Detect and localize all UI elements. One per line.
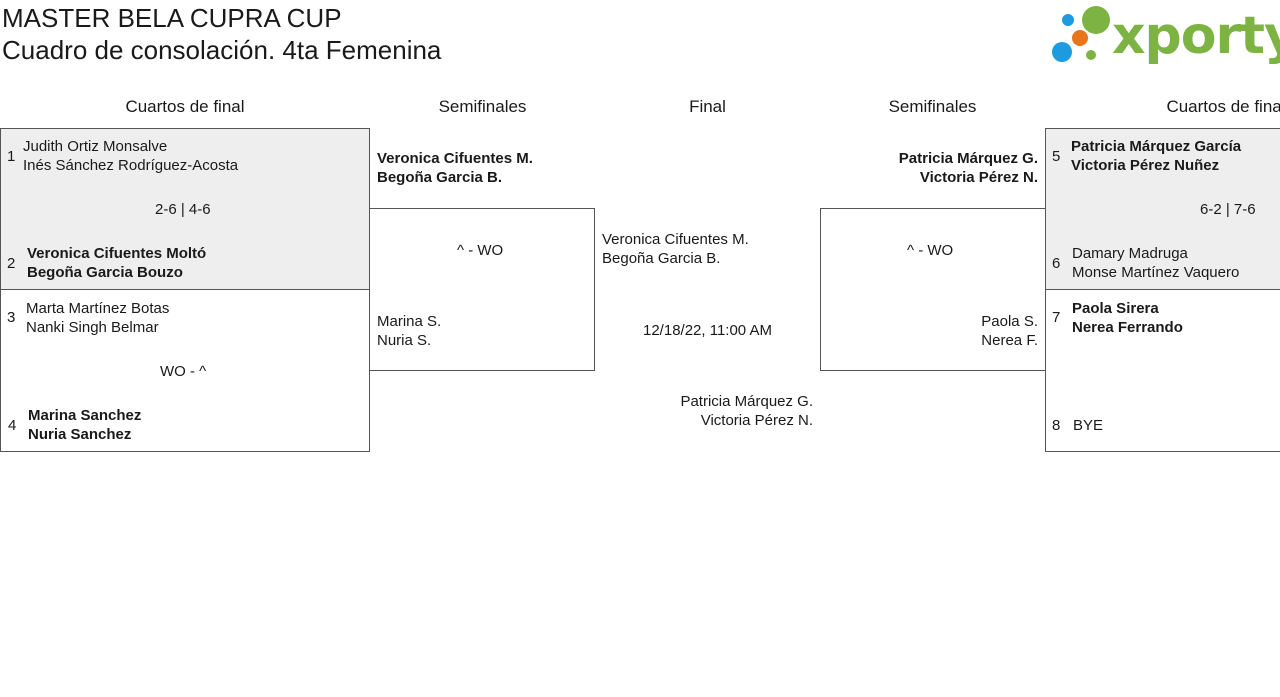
team-player-1: Paola S.: [981, 313, 1038, 330]
match-score: ^ - WO: [907, 242, 954, 259]
round-header-left-quarters: Cuartos de final: [125, 97, 245, 116]
match-score: WO - ^: [160, 363, 207, 380]
seed-number: 8: [1052, 417, 1061, 434]
final-top-player-2: Begoña Garcia B.: [602, 250, 721, 267]
round-header-final: Final: [689, 97, 726, 116]
team-player-2: Nerea F.: [981, 332, 1038, 349]
winner-player-2: Victoria Pérez Nuñez: [1071, 157, 1220, 174]
left-sf-top-player-1: Veronica Cifuentes M.: [377, 150, 533, 167]
logo-dot-blue-small: [1062, 14, 1074, 26]
round-header-right-semis: Semifinales: [888, 97, 977, 116]
match-score: 6-2 | 7-6: [1200, 201, 1256, 218]
team-player-2: Nanki Singh Belmar: [26, 319, 159, 336]
bye-label: BYE: [1073, 417, 1104, 434]
team-player-2: Monse Martínez Vaquero: [1072, 264, 1240, 281]
logo-dot-orange: [1072, 30, 1088, 46]
team-player-1: Judith Ortiz Monsalve: [23, 138, 168, 155]
seed-number: 4: [8, 417, 17, 434]
winner-player-1: Veronica Cifuentes Moltó: [27, 245, 207, 262]
winner-player-2: Begoña Garcia Bouzo: [27, 264, 183, 281]
winner-player-1: Patricia Márquez García: [1071, 138, 1242, 155]
team-player-1: Marina S.: [377, 313, 442, 330]
right-qf-match-2[interactable]: 7 Paola Sirera Nerea Ferrando 8 BYE: [1045, 289, 1280, 452]
left-qf-match-2[interactable]: 3 Marta Martínez Botas Nanki Singh Belma…: [0, 289, 370, 452]
winner-player-1: Marina Sanchez: [28, 407, 142, 424]
match-score: ^ - WO: [457, 242, 504, 259]
final-bottom-player-1: Patricia Márquez G.: [680, 393, 813, 410]
logo-dot-blue: [1052, 42, 1072, 62]
xporty-logo[interactable]: xporty: [1052, 4, 1280, 68]
winner-player-2: Nuria Sanchez: [28, 426, 132, 443]
logo-dot-green-small: [1086, 50, 1096, 60]
seed-number: 5: [1052, 148, 1061, 165]
team-player-1: Damary Madruga: [1072, 245, 1188, 262]
draw-subtitle: Cuadro de consolación. 4ta Femenina: [2, 35, 442, 65]
winner-player-1: Paola Sirera: [1072, 300, 1159, 317]
team-player-1: Marta Martínez Botas: [26, 300, 170, 317]
seed-number: 1: [7, 148, 16, 165]
match-score: 2-6 | 4-6: [155, 201, 211, 218]
tournament-title: MASTER BELA CUPRA CUP: [2, 3, 342, 33]
right-sf-match[interactable]: ^ - WO Paola S. Nerea F.: [820, 208, 1046, 371]
logo-dot-green: [1082, 6, 1110, 34]
team-player-2: Inés Sánchez Rodríguez-Acosta: [23, 157, 239, 174]
seed-number: 7: [1052, 309, 1061, 326]
left-qf-match-1[interactable]: 1 Judith Ortiz Monsalve Inés Sánchez Rod…: [0, 128, 370, 290]
round-header-left-semis: Semifinales: [438, 97, 527, 116]
team-player-2: Nuria S.: [377, 332, 432, 349]
seed-number: 6: [1052, 255, 1061, 272]
final-bottom-player-2: Victoria Pérez N.: [700, 412, 813, 429]
left-sf-match[interactable]: ^ - WO Marina S. Nuria S.: [369, 208, 595, 371]
right-sf-top-player-1: Patricia Márquez G.: [898, 150, 1038, 167]
right-qf-match-1[interactable]: 5 Patricia Márquez García Victoria Pérez…: [1045, 128, 1280, 290]
final-datetime: 12/18/22, 11:00 AM: [643, 322, 772, 339]
seed-number: 2: [7, 255, 16, 272]
logo-wordmark: xporty: [1112, 6, 1280, 66]
winner-player-2: Nerea Ferrando: [1072, 319, 1183, 336]
left-sf-top-player-2: Begoña Garcia B.: [377, 169, 503, 186]
right-sf-top-player-2: Victoria Pérez N.: [919, 169, 1038, 186]
seed-number: 3: [7, 309, 16, 326]
round-header-right-quarters: Cuartos de final: [1166, 97, 1280, 116]
final-top-player-1: Veronica Cifuentes M.: [602, 231, 749, 248]
